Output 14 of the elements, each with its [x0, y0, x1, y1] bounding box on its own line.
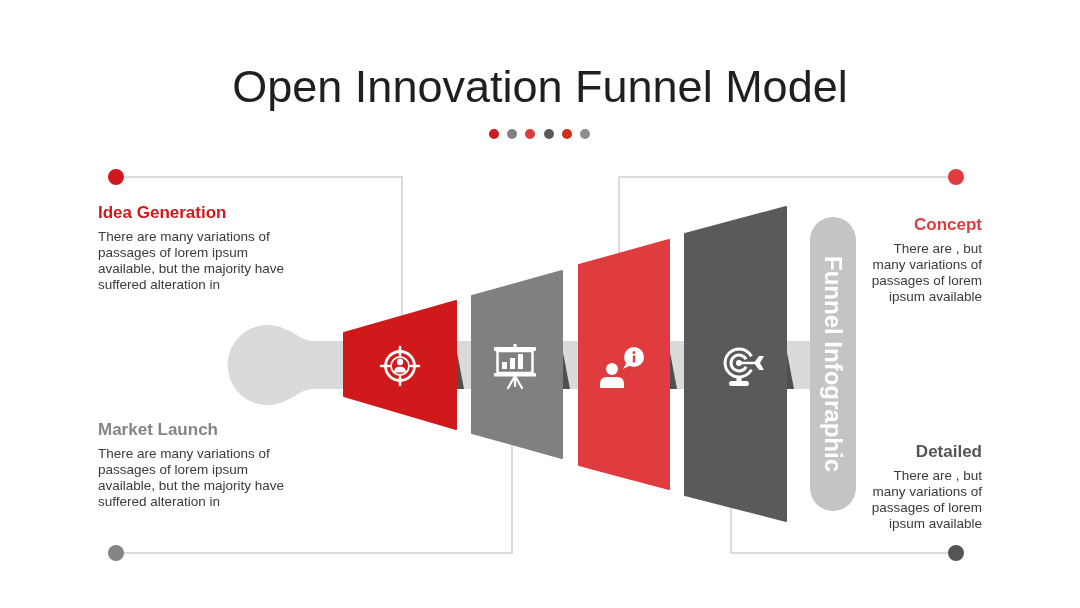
leader-line — [108, 169, 403, 318]
section-description: There are many variations of passages of lorem ipsum available, but the majority have suffered alteration in — [98, 229, 286, 293]
leader-line — [618, 169, 964, 255]
section-description: There are , but many variations of passages of lorem ipsum available — [870, 241, 982, 305]
section-description: There are many variations of passages of lorem ipsum available, but the majority have suffered alteration in — [98, 446, 286, 510]
section-heading: Market Launch — [98, 420, 219, 440]
section-description: There are , but many variations of passages of lorem ipsum available — [870, 468, 982, 532]
leader-line — [730, 505, 964, 561]
section-heading: Detailed — [914, 442, 982, 462]
section-heading: Idea Generation — [98, 203, 228, 223]
vertical-banner: Funnel Infographic — [810, 217, 856, 511]
leader-line — [108, 443, 513, 561]
section-heading: Concept — [913, 215, 982, 235]
slide-title: Open Innovation Funnel Model — [231, 60, 849, 114]
